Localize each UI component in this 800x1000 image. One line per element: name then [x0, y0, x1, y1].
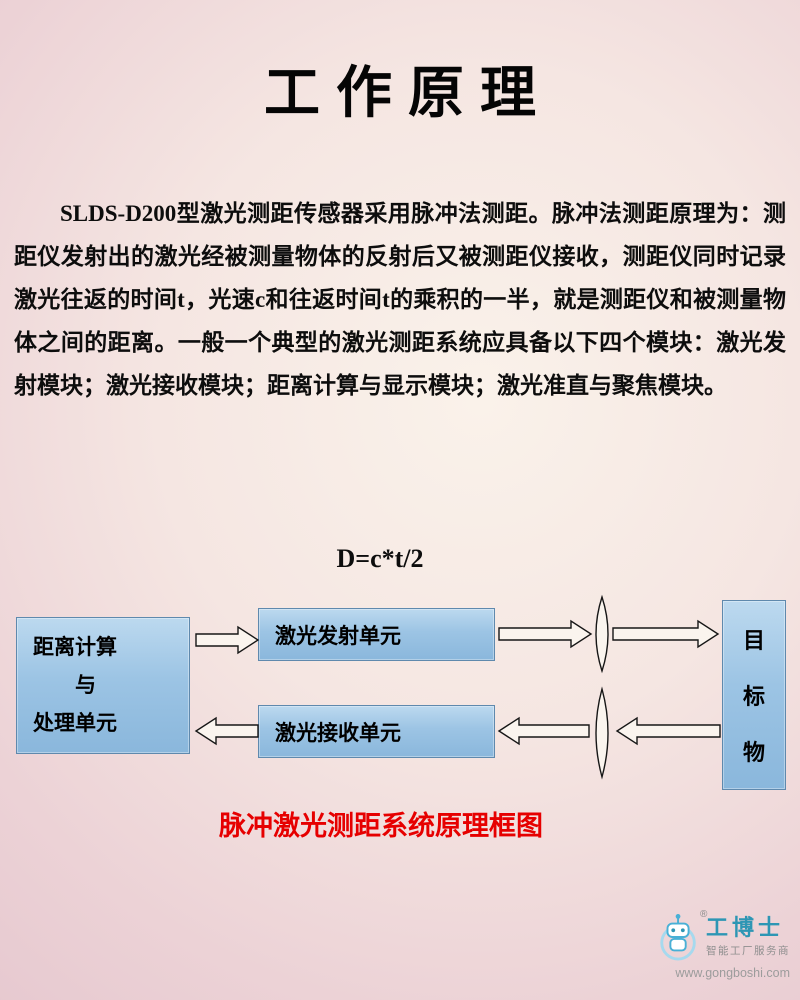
processing-unit-line-3: 处理单元	[33, 712, 117, 735]
robot-logo-icon	[660, 914, 696, 961]
hollow-arrow-icon-recv-to-cpu	[194, 716, 259, 746]
hollow-arrow-icon-lens-to-recv	[497, 716, 590, 746]
target-char-3: 物	[742, 740, 765, 765]
brand-subtitle: 智能工厂服务商	[706, 944, 790, 957]
hollow-arrow-icon-target-to-lens	[615, 716, 721, 746]
target-char-1: 目	[742, 628, 765, 653]
diagram-caption: 脉冲激光测距系统原理框图	[219, 811, 543, 841]
lens-icon-top	[595, 594, 609, 674]
hollow-arrow-icon-cpu-to-emit	[195, 625, 260, 655]
formula-text: D=c*t/2	[336, 544, 424, 573]
processing-unit-line-2: 与	[75, 674, 96, 697]
brand-name: 工博士	[706, 915, 785, 941]
watermark-text-column: 工博士 智能工厂服务商	[706, 916, 790, 957]
processing-unit-line-1: 距离计算	[33, 636, 117, 659]
laser-emit-unit-box: 激光发射单元	[258, 608, 495, 661]
lens-icon-bottom	[595, 686, 609, 780]
body-paragraph: SLDS-D200型激光测距传感器采用脉冲法测距。脉冲法测距原理为：测距仪发射出…	[14, 201, 786, 398]
hollow-arrow-icon-emit-to-lens	[498, 619, 593, 649]
watermark-top-row: ® 工博士 智能工厂服务商	[656, 909, 790, 963]
target-object-box: 目 标 物	[722, 600, 786, 790]
registered-mark: ®	[700, 909, 708, 920]
page-title: 工作原理	[264, 63, 552, 125]
target-char-2: 标	[742, 684, 765, 709]
watermark: ® 工博士 智能工厂服务商 www.gongboshi.com	[656, 909, 790, 980]
processing-unit-box: 距离计算 与 处理单元	[16, 617, 190, 754]
hollow-arrow-icon-lens-to-target	[612, 619, 720, 649]
brand-url: www.gongboshi.com	[675, 966, 790, 980]
laser-receive-unit-box: 激光接收单元	[258, 705, 495, 758]
